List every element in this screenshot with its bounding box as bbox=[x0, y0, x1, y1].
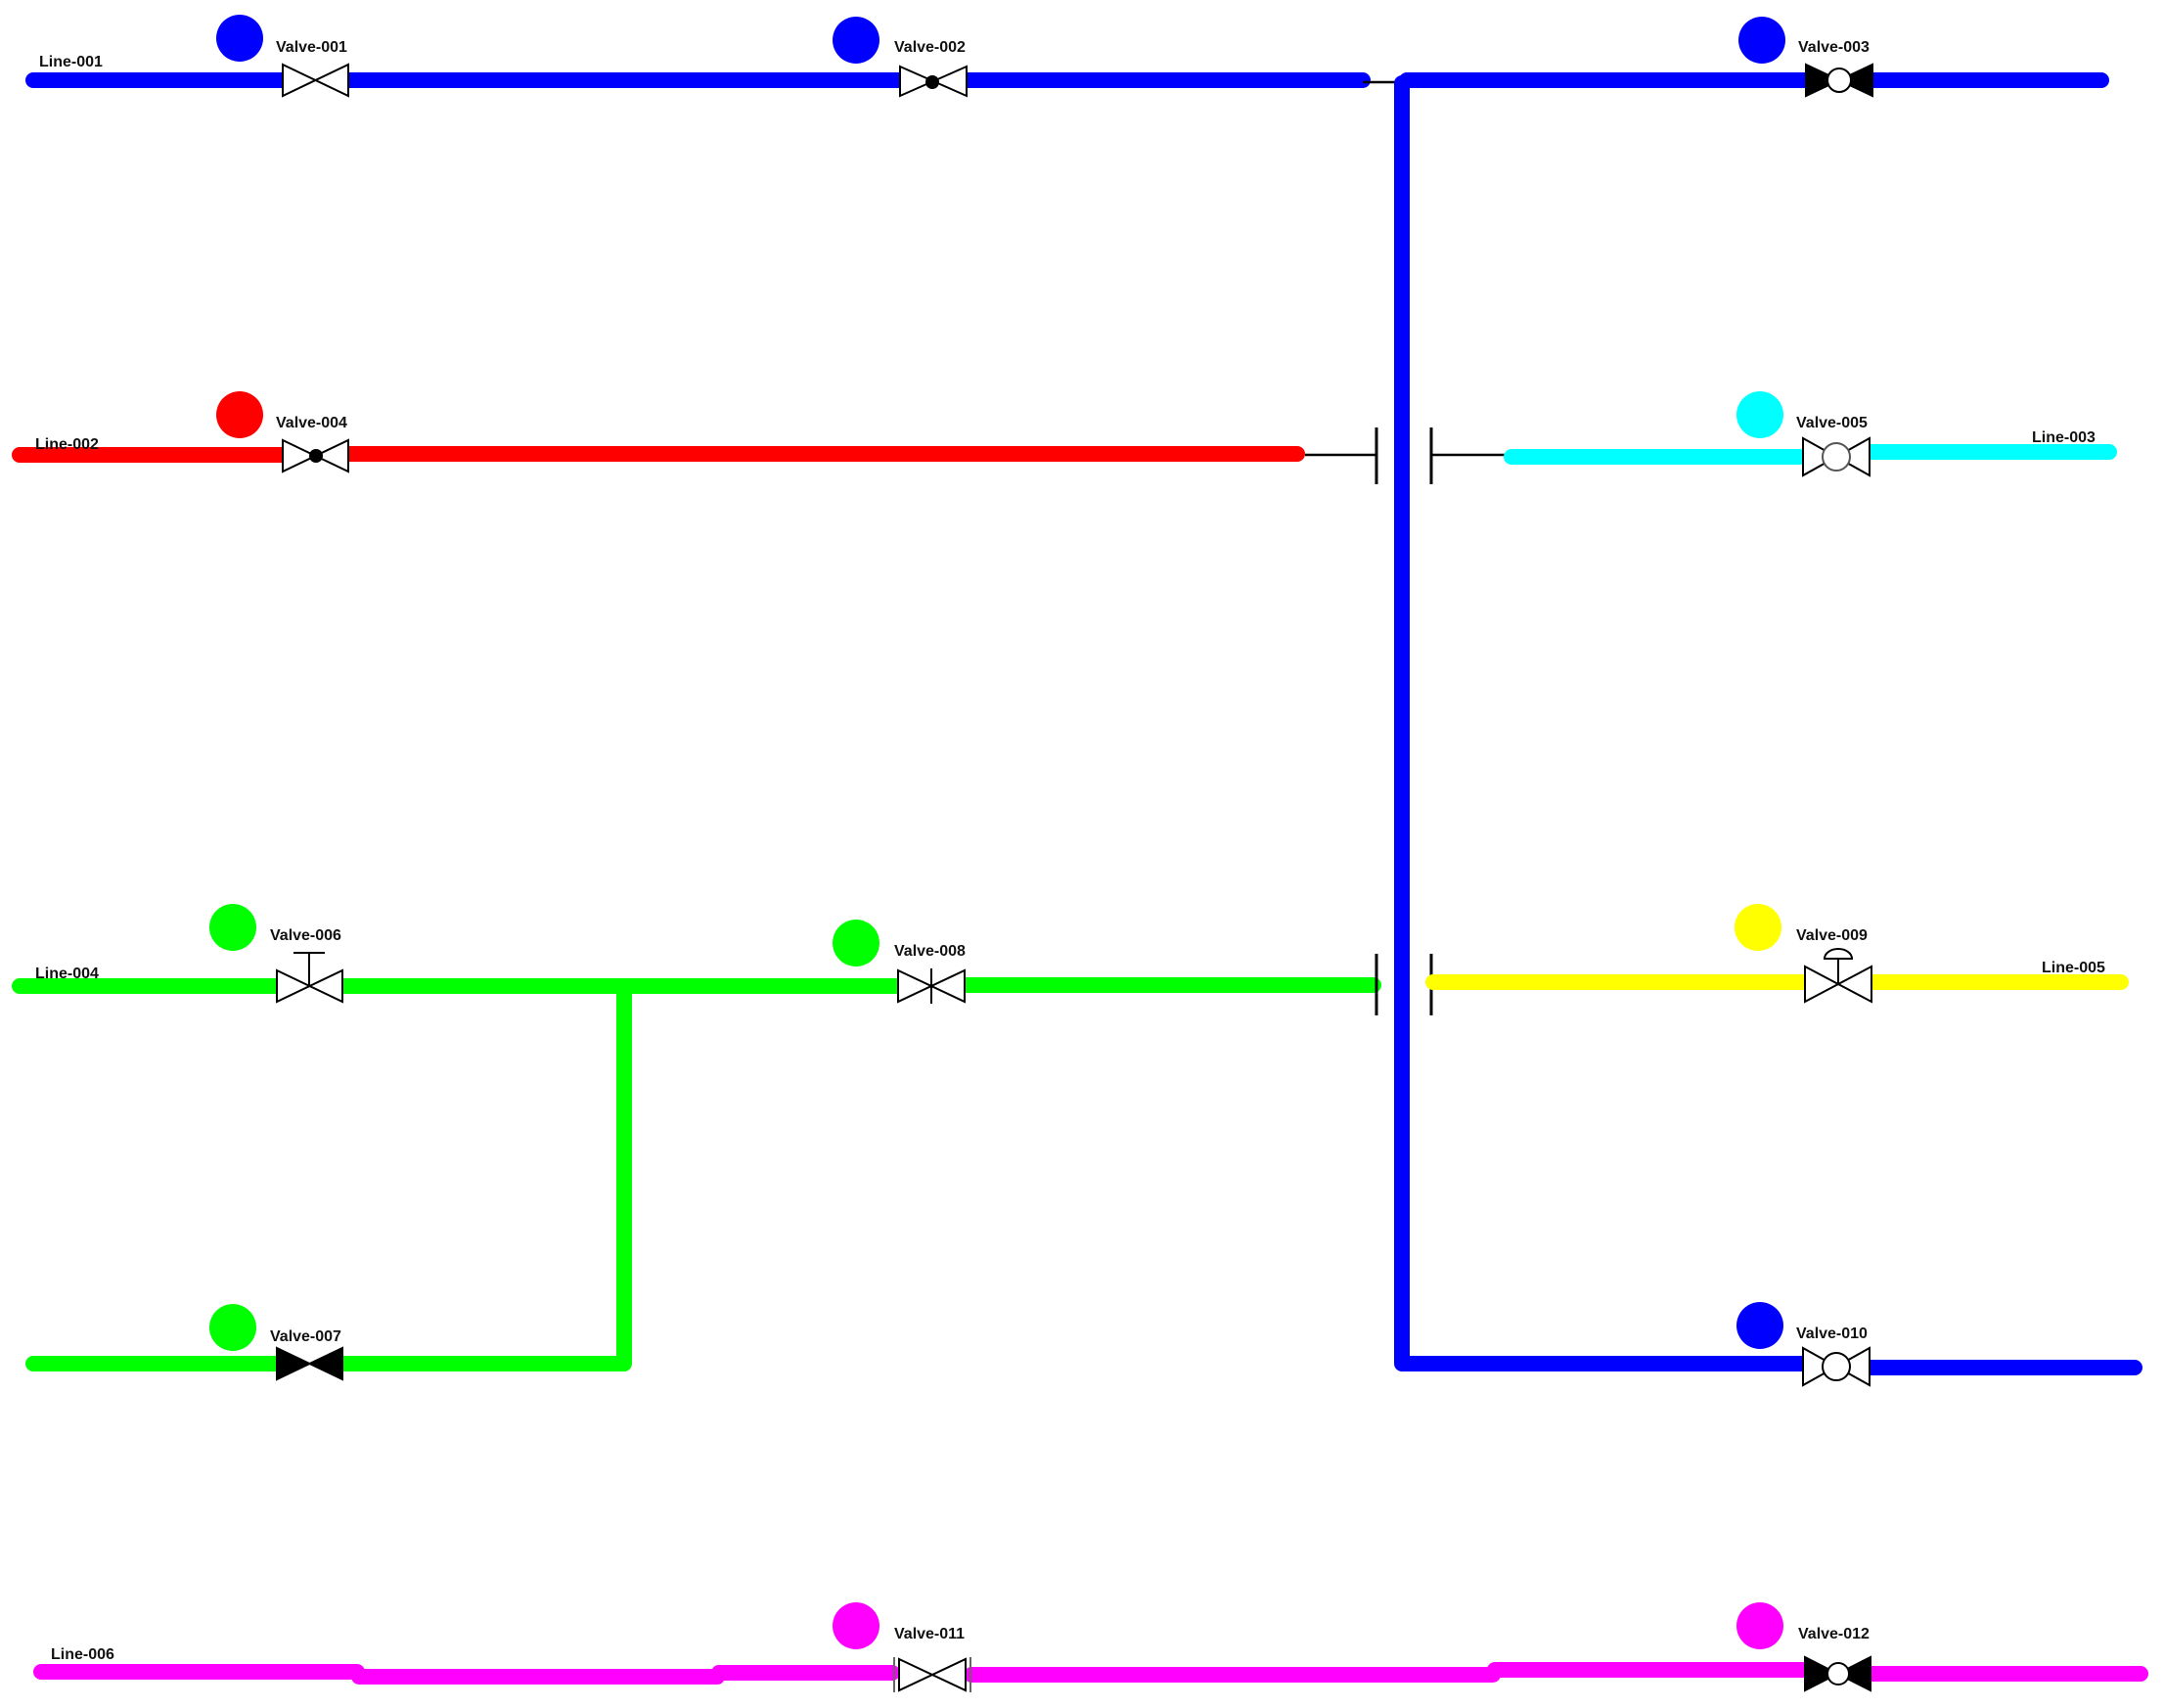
valve-012[interactable]: Valve-012 bbox=[1736, 1602, 1871, 1692]
valve-009[interactable]: Valve-009 bbox=[1735, 904, 1872, 1004]
status-indicator bbox=[216, 15, 263, 62]
valve-002[interactable]: Valve-002 bbox=[833, 17, 968, 98]
line-label: Line-004 bbox=[35, 966, 99, 982]
status-indicator bbox=[209, 904, 256, 951]
valve-label: Valve-010 bbox=[1796, 1326, 1868, 1342]
line-004-branch bbox=[336, 978, 632, 1371]
status-indicator bbox=[216, 391, 263, 438]
line-004[interactable] bbox=[12, 954, 1381, 1371]
line-003[interactable] bbox=[1429, 427, 2117, 484]
valve-004[interactable]: Valve-004 bbox=[216, 391, 349, 473]
valve-010[interactable]: Valve-010 bbox=[1736, 1302, 1871, 1387]
valve-011[interactable]: Valve-011 bbox=[833, 1602, 971, 1692]
valve-label: Valve-005 bbox=[1796, 415, 1868, 431]
valve-006[interactable]: Valve-006 bbox=[209, 904, 343, 1004]
status-indicator bbox=[833, 17, 879, 64]
valve-label: Valve-012 bbox=[1798, 1626, 1870, 1642]
ball-circle bbox=[1822, 1352, 1851, 1381]
line-006-segment bbox=[33, 1664, 900, 1685]
status-indicator bbox=[1736, 1302, 1783, 1349]
valve-label: Valve-004 bbox=[276, 415, 347, 431]
line-label: Line-003 bbox=[2032, 429, 2096, 446]
line-001[interactable] bbox=[25, 72, 2109, 88]
ball-circle bbox=[1822, 442, 1851, 472]
status-indicator bbox=[1736, 1602, 1783, 1649]
status-indicator bbox=[1736, 391, 1783, 438]
line-002[interactable] bbox=[12, 427, 1378, 484]
valve-008[interactable]: Valve-008 bbox=[833, 920, 966, 1004]
globe-dot bbox=[925, 75, 939, 89]
line-label: Line-006 bbox=[51, 1646, 114, 1663]
flanged-valve-symbol bbox=[898, 1657, 967, 1692]
line-label: Line-002 bbox=[35, 436, 99, 453]
valve-label: Valve-001 bbox=[276, 39, 347, 56]
valve-003[interactable]: Valve-003 bbox=[1738, 17, 1873, 98]
status-indicator bbox=[1735, 904, 1781, 951]
status-indicator bbox=[209, 1304, 256, 1351]
vertical-main-line[interactable] bbox=[1394, 75, 1816, 1371]
valve-005[interactable]: Valve-005 bbox=[1736, 391, 1871, 477]
status-indicator bbox=[833, 920, 879, 966]
line-006[interactable] bbox=[33, 1662, 2148, 1685]
valve-label: Valve-008 bbox=[894, 943, 966, 960]
line-label: Line-001 bbox=[39, 54, 103, 70]
line-label: Line-005 bbox=[2042, 960, 2105, 976]
globe-dot bbox=[309, 449, 323, 463]
gate-valve-symbol bbox=[282, 63, 349, 98]
valve-label: Valve-009 bbox=[1796, 927, 1868, 944]
valve-label: Valve-011 bbox=[894, 1626, 965, 1642]
valve-label: Valve-007 bbox=[270, 1328, 341, 1345]
valve-007[interactable]: Valve-007 bbox=[209, 1304, 343, 1381]
actuator-dome bbox=[1823, 948, 1854, 960]
gate-valve-symbol bbox=[276, 1346, 343, 1381]
status-indicator bbox=[833, 1602, 879, 1649]
valve-label: Valve-003 bbox=[1798, 39, 1870, 56]
line-006-segment bbox=[964, 1662, 1813, 1683]
valve-001[interactable]: Valve-001 bbox=[216, 15, 349, 98]
ball-circle bbox=[1826, 67, 1852, 93]
line-005[interactable] bbox=[1425, 954, 2129, 1015]
ball-circle bbox=[1826, 1662, 1850, 1686]
status-indicator bbox=[1738, 17, 1785, 64]
valve-label: Valve-006 bbox=[270, 927, 341, 944]
valve-label: Valve-002 bbox=[894, 39, 966, 56]
